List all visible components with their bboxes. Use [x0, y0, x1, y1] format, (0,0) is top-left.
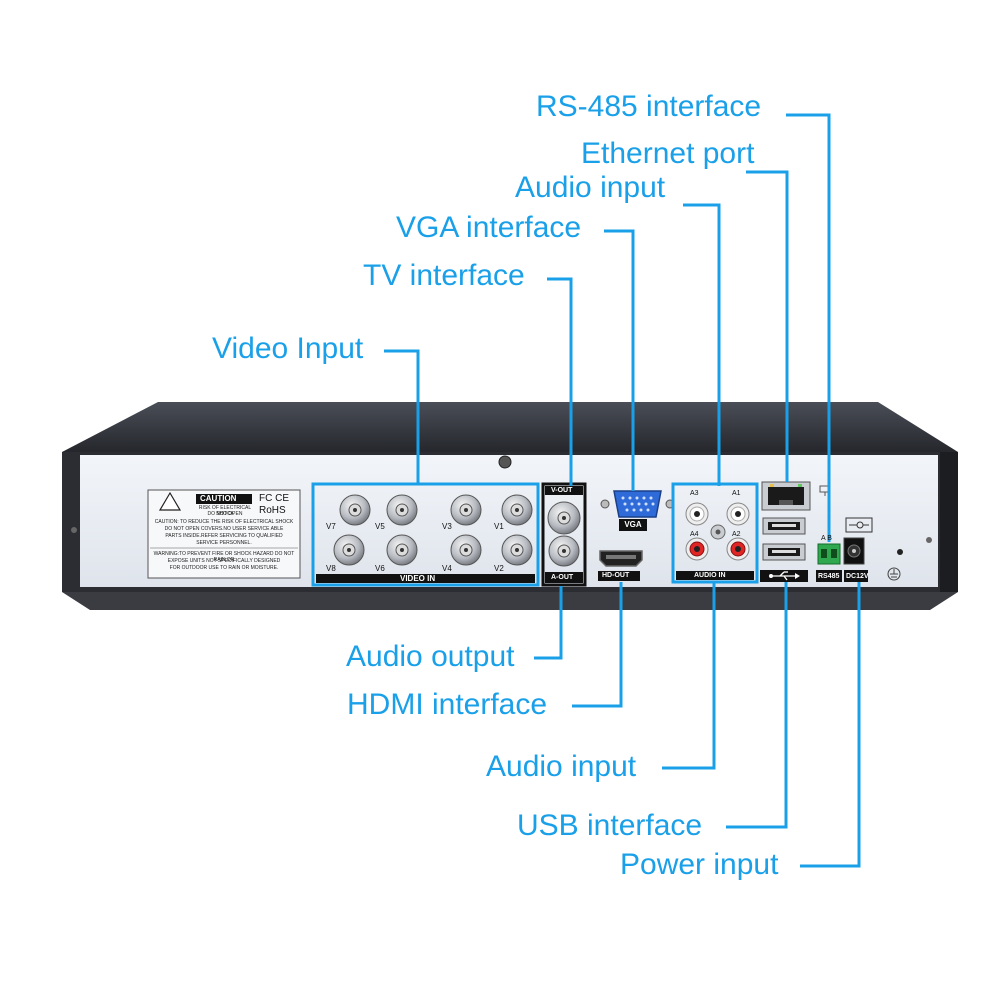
label-video-in: VIDEO IN	[400, 574, 436, 583]
leader-audio-input-bottom	[662, 582, 716, 770]
callout-ethernet: Ethernet port	[581, 137, 755, 170]
label-a4: A4	[690, 531, 699, 538]
audio-rca-a2[interactable]	[726, 537, 750, 561]
video-bnc-v8[interactable]	[333, 534, 365, 566]
label-v1: V1	[494, 522, 504, 531]
dc-power-jack[interactable]	[843, 537, 865, 565]
caution-line6: EXPOSE UNITS NOT SPECIFICALLY DESIGNED	[167, 558, 281, 564]
ethernet-port[interactable]	[761, 481, 811, 511]
label-dc12v: DC12V	[846, 573, 869, 580]
caution-line4: SERVICE PERSONNEL.	[196, 540, 252, 546]
v-out-a-out-box	[541, 482, 587, 587]
screw	[498, 455, 512, 469]
video-bnc-v2[interactable]	[501, 534, 533, 566]
callout-audio-input-bottom: Audio input	[486, 750, 637, 783]
leader-lines	[384, 113, 861, 868]
video-bnc-v5[interactable]	[386, 494, 418, 526]
leader-vga	[604, 229, 635, 491]
label-a1: A1	[732, 490, 741, 497]
audio-rca-a4[interactable]	[685, 537, 709, 561]
label-v3: V3	[442, 522, 452, 531]
callout-video-input: Video Input	[212, 332, 364, 365]
leader-tv	[547, 277, 573, 486]
callout-rs485: RS-485 interface	[536, 90, 762, 123]
chassis-top	[62, 402, 958, 452]
leader-power	[800, 582, 861, 868]
video-bnc-v3[interactable]	[450, 494, 482, 526]
label-rs485-pins: A B	[821, 535, 832, 542]
label-v6: V6	[375, 564, 385, 573]
caution-sub1: RISK OF ELECTRICAL SHOCK	[198, 505, 252, 517]
caution-sub2: DO NOT OPEN	[207, 511, 243, 517]
video-bnc-v4[interactable]	[450, 534, 482, 566]
usb-icon	[769, 571, 800, 581]
warning-triangle-icon	[158, 491, 182, 511]
dc-polarity-icon	[845, 517, 873, 533]
label-v5: V5	[375, 522, 385, 531]
label-vga: VGA	[619, 519, 647, 531]
caution-line2: DO NOT OPEN COVERS.NO USER SERVICE ABLE	[164, 526, 284, 532]
usb-port-top[interactable]	[762, 517, 806, 535]
label-audio-in: AUDIO IN	[694, 572, 726, 579]
callout-usb: USB interface	[517, 809, 703, 842]
leader-audio-input-top	[683, 203, 721, 486]
label-rs485: RS485	[818, 573, 840, 580]
caution-line5: WARNING:TO PREVENT FIRE OR SHOCK HAZARD …	[153, 551, 295, 563]
callout-tv: TV interface	[363, 259, 525, 292]
usb-port-bottom[interactable]	[762, 543, 806, 561]
video-in-box	[311, 482, 540, 587]
cert-marks: FC CE	[259, 493, 289, 504]
caution-line1: CAUTION: TO REDUCE THE RISK OF ELECTRICA…	[154, 519, 294, 525]
leader-video-input	[384, 349, 420, 484]
callout-power: Power input	[620, 848, 779, 881]
chassis-side-right	[940, 452, 958, 592]
callout-vga: VGA interface	[396, 211, 582, 244]
callout-hdmi: HDMI interface	[347, 688, 548, 721]
hdmi-port[interactable]	[599, 550, 643, 567]
ground-symbol-icon	[887, 567, 901, 581]
leader-rs485	[786, 113, 831, 542]
v-out-bnc[interactable]	[547, 501, 581, 535]
audio-rca-a3[interactable]	[685, 502, 709, 526]
rs485-terminal[interactable]	[817, 543, 841, 565]
leader-ethernet	[746, 170, 789, 482]
leader-audio-output	[534, 586, 563, 660]
label-hd-out: HD-OUT	[602, 572, 630, 579]
led-indicator	[897, 549, 903, 555]
ground-screw	[710, 524, 726, 540]
label-a-out: A-OUT	[551, 574, 574, 581]
label-v7: V7	[326, 522, 336, 531]
label-v4: V4	[442, 564, 452, 573]
leader-hdmi	[572, 582, 623, 708]
callout-audio-output: Audio output	[346, 640, 515, 673]
vga-port[interactable]	[600, 490, 675, 518]
screw-small-right	[926, 537, 932, 543]
label-v2: V2	[494, 564, 504, 573]
audio-rca-a1[interactable]	[726, 502, 750, 526]
caution-title: CAUTION	[200, 494, 237, 503]
panel-bottom-edge	[62, 592, 958, 610]
video-bnc-v6[interactable]	[386, 534, 418, 566]
video-bnc-v7[interactable]	[339, 494, 371, 526]
label-v-out: V-OUT	[551, 487, 573, 494]
screw-small	[71, 527, 77, 533]
label-a2: A2	[732, 531, 741, 538]
a-out-bnc[interactable]	[548, 535, 580, 567]
cert-rohs: RoHS	[259, 505, 286, 516]
caution-line3: PARTS INSIDE.REFER SERVICING TO QUALIFIE…	[165, 533, 283, 539]
callout-audio-input-top: Audio input	[515, 171, 666, 204]
label-a3: A3	[690, 490, 699, 497]
leader-usb	[726, 582, 788, 829]
caution-line7: FOR OUTDOOR USE TO RAIN OR MOISTURE.	[169, 565, 279, 571]
label-v8: V8	[326, 564, 336, 573]
video-bnc-v1[interactable]	[501, 494, 533, 526]
